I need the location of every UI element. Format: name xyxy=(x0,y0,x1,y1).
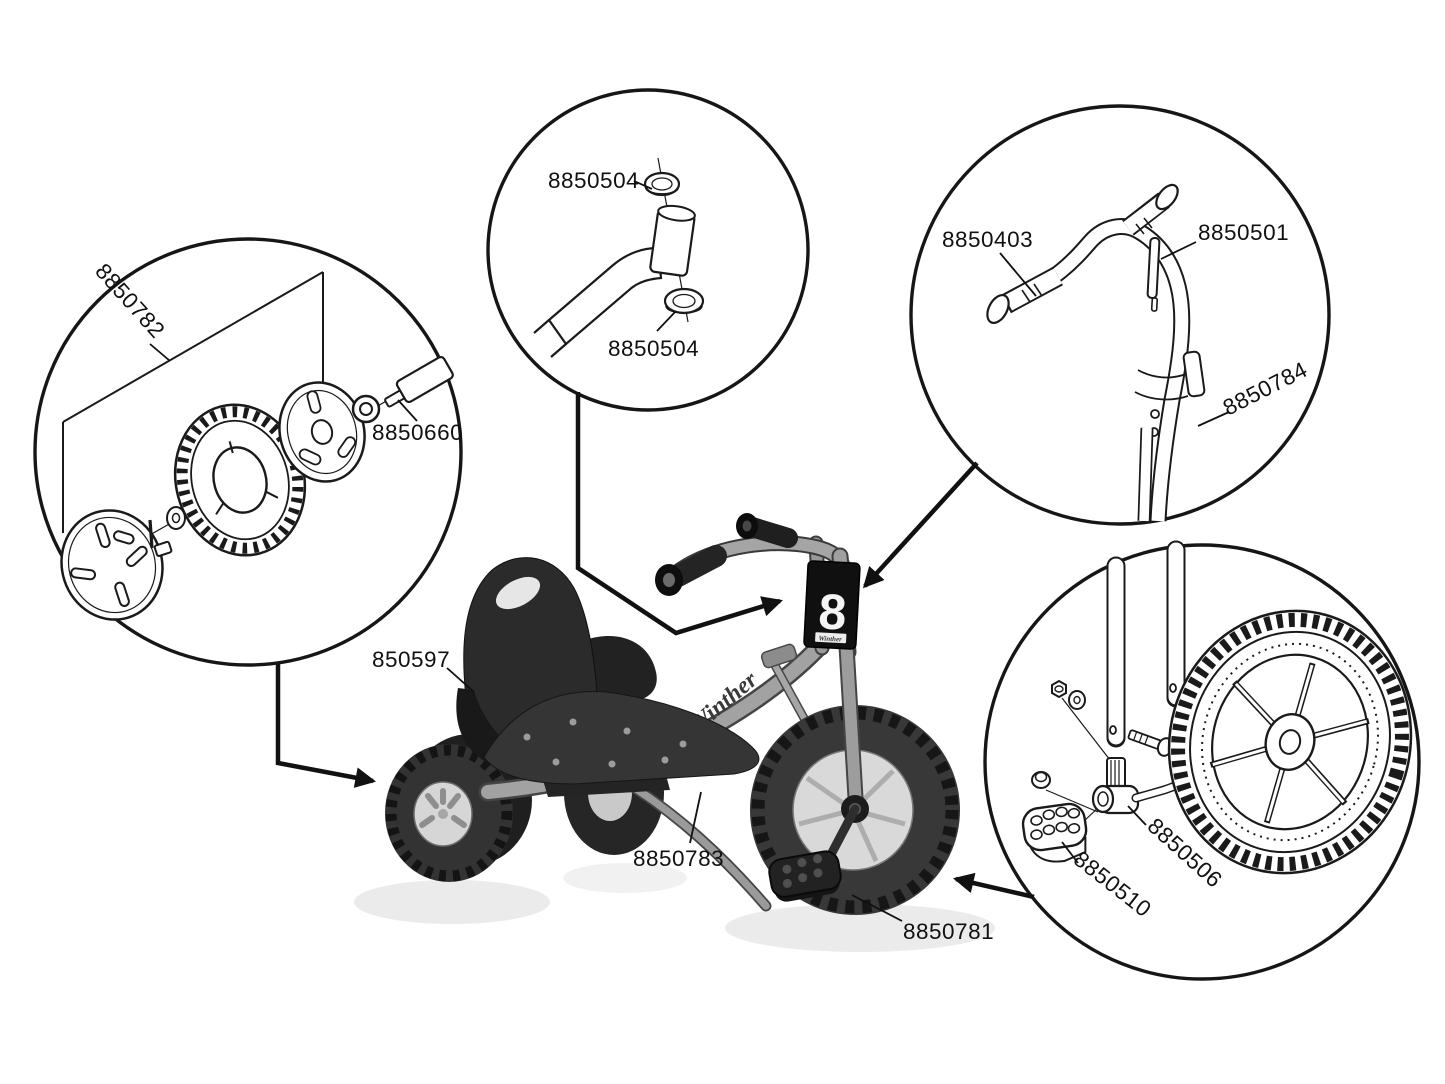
cap-bottom xyxy=(663,287,705,315)
connector-arrows xyxy=(275,392,1035,900)
cap-top xyxy=(643,171,681,197)
number-plate: 8 Winther xyxy=(803,560,861,650)
arrow-rear-wheel-callout xyxy=(275,664,377,788)
pedal-nut xyxy=(1031,771,1051,789)
fork-tubes xyxy=(1106,540,1186,748)
label-pin: 8850501 xyxy=(1198,220,1289,245)
stem-clamp xyxy=(1134,350,1206,522)
assembly-bracket xyxy=(62,271,324,533)
seat xyxy=(456,557,760,797)
label-seat: 850597 xyxy=(372,647,450,672)
tricycle-illustration: Winther xyxy=(354,513,995,952)
seat-rivets xyxy=(523,718,687,768)
hubcap xyxy=(60,509,173,621)
right-grip xyxy=(736,513,798,548)
exploded-front-wheel xyxy=(1167,609,1413,875)
callout-tube-caps-content xyxy=(533,157,705,358)
label-bottom-cap: 8850504 xyxy=(608,336,699,361)
seat-side-bolster xyxy=(456,688,540,768)
axle-part xyxy=(384,355,454,408)
rear-wheel-shadow xyxy=(354,880,550,924)
leader-lines xyxy=(149,180,1230,922)
callout-rear-wheel-content xyxy=(60,271,454,621)
frame-elbow-tube xyxy=(547,246,663,346)
socket-cylinder xyxy=(649,204,696,277)
axle-washer xyxy=(166,506,186,530)
label-top-cap: 8850504 xyxy=(548,168,639,193)
arrow-pedal-callout xyxy=(952,872,1035,900)
front-pedal xyxy=(768,850,842,902)
label-front-wheel: 8850781 xyxy=(903,919,994,944)
arrow-handlebar-callout xyxy=(862,461,979,589)
label-axle: 8850660 xyxy=(372,420,463,445)
exploded-pin xyxy=(1146,236,1161,312)
fork xyxy=(840,632,862,812)
nut-and-washer xyxy=(1051,679,1086,710)
arrow-tube-caps-callout xyxy=(575,392,783,636)
label-frame: 8850783 xyxy=(633,846,724,871)
handlebar-tube xyxy=(1007,220,1189,522)
plate-badge-text: Winther xyxy=(818,634,842,643)
cotter-pin xyxy=(148,519,154,549)
label-grip: 8850403 xyxy=(942,227,1033,252)
steering-clamp xyxy=(760,643,798,669)
callout-circle-handlebar xyxy=(909,104,1331,526)
exploded-tire xyxy=(173,403,307,557)
rear-hub-slots xyxy=(419,788,467,828)
exploded-right-grip xyxy=(1122,183,1179,236)
seat-hand-hole xyxy=(495,576,541,610)
frame-shadow xyxy=(563,863,687,893)
front-wheel-shadow xyxy=(725,904,995,952)
callout-pedal-crank-content xyxy=(1021,540,1413,875)
left-grip xyxy=(655,545,727,596)
wheel-hub-plate xyxy=(278,381,366,483)
callout-handlebar-content xyxy=(986,183,1206,522)
plate-badge xyxy=(815,632,847,644)
plate-number: 8 xyxy=(817,583,848,640)
axle-bearing xyxy=(351,394,381,424)
